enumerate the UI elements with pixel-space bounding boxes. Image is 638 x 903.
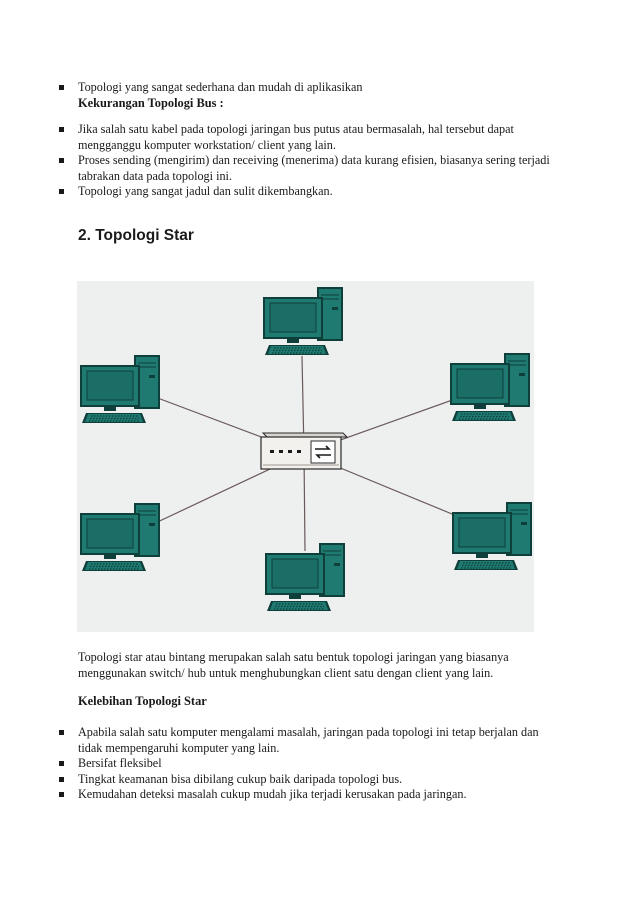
bus-advantages-tail-list: Topologi yang sangat sederhana dan mudah… xyxy=(58,80,558,96)
square-bullet-icon xyxy=(59,792,64,797)
square-bullet-icon xyxy=(59,730,64,735)
star-topology-diagram xyxy=(77,281,534,632)
square-bullet-icon xyxy=(59,85,64,90)
bus-disadvantages-heading: Kekurangan Topologi Bus : xyxy=(78,96,224,110)
list-item: Topologi yang sangat jadul dan sulit dik… xyxy=(58,184,558,200)
square-bullet-icon xyxy=(59,189,64,194)
star-description: Topologi star atau bintang merupakan sal… xyxy=(78,650,509,680)
section-title: 2. Topologi Star xyxy=(78,227,194,244)
star-advantages-list: Apabila salah satu komputer mengalami ma… xyxy=(58,725,548,803)
square-bullet-icon xyxy=(59,127,64,132)
star-advantages-heading: Kelebihan Topologi Star xyxy=(78,694,207,708)
list-item: Apabila salah satu komputer mengalami ma… xyxy=(58,725,548,756)
list-item: Topologi yang sangat sederhana dan mudah… xyxy=(58,80,558,96)
switch-hub-icon xyxy=(260,432,349,470)
square-bullet-icon xyxy=(59,158,64,163)
square-bullet-icon xyxy=(59,776,64,782)
list-item: Jika salah satu kabel pada topologi jari… xyxy=(58,122,558,153)
list-item: Tingkat keamanan bisa dibilang cukup bai… xyxy=(58,772,548,788)
list-item: Proses sending (mengirim) dan receiving … xyxy=(58,153,558,184)
list-item: Kemudahan deteksi masalah cukup mudah ji… xyxy=(58,787,548,803)
square-bullet-icon xyxy=(59,761,64,766)
list-item: Bersifat fleksibel xyxy=(58,756,548,772)
bus-disadvantages-list: Jika salah satu kabel pada topologi jari… xyxy=(58,122,558,200)
